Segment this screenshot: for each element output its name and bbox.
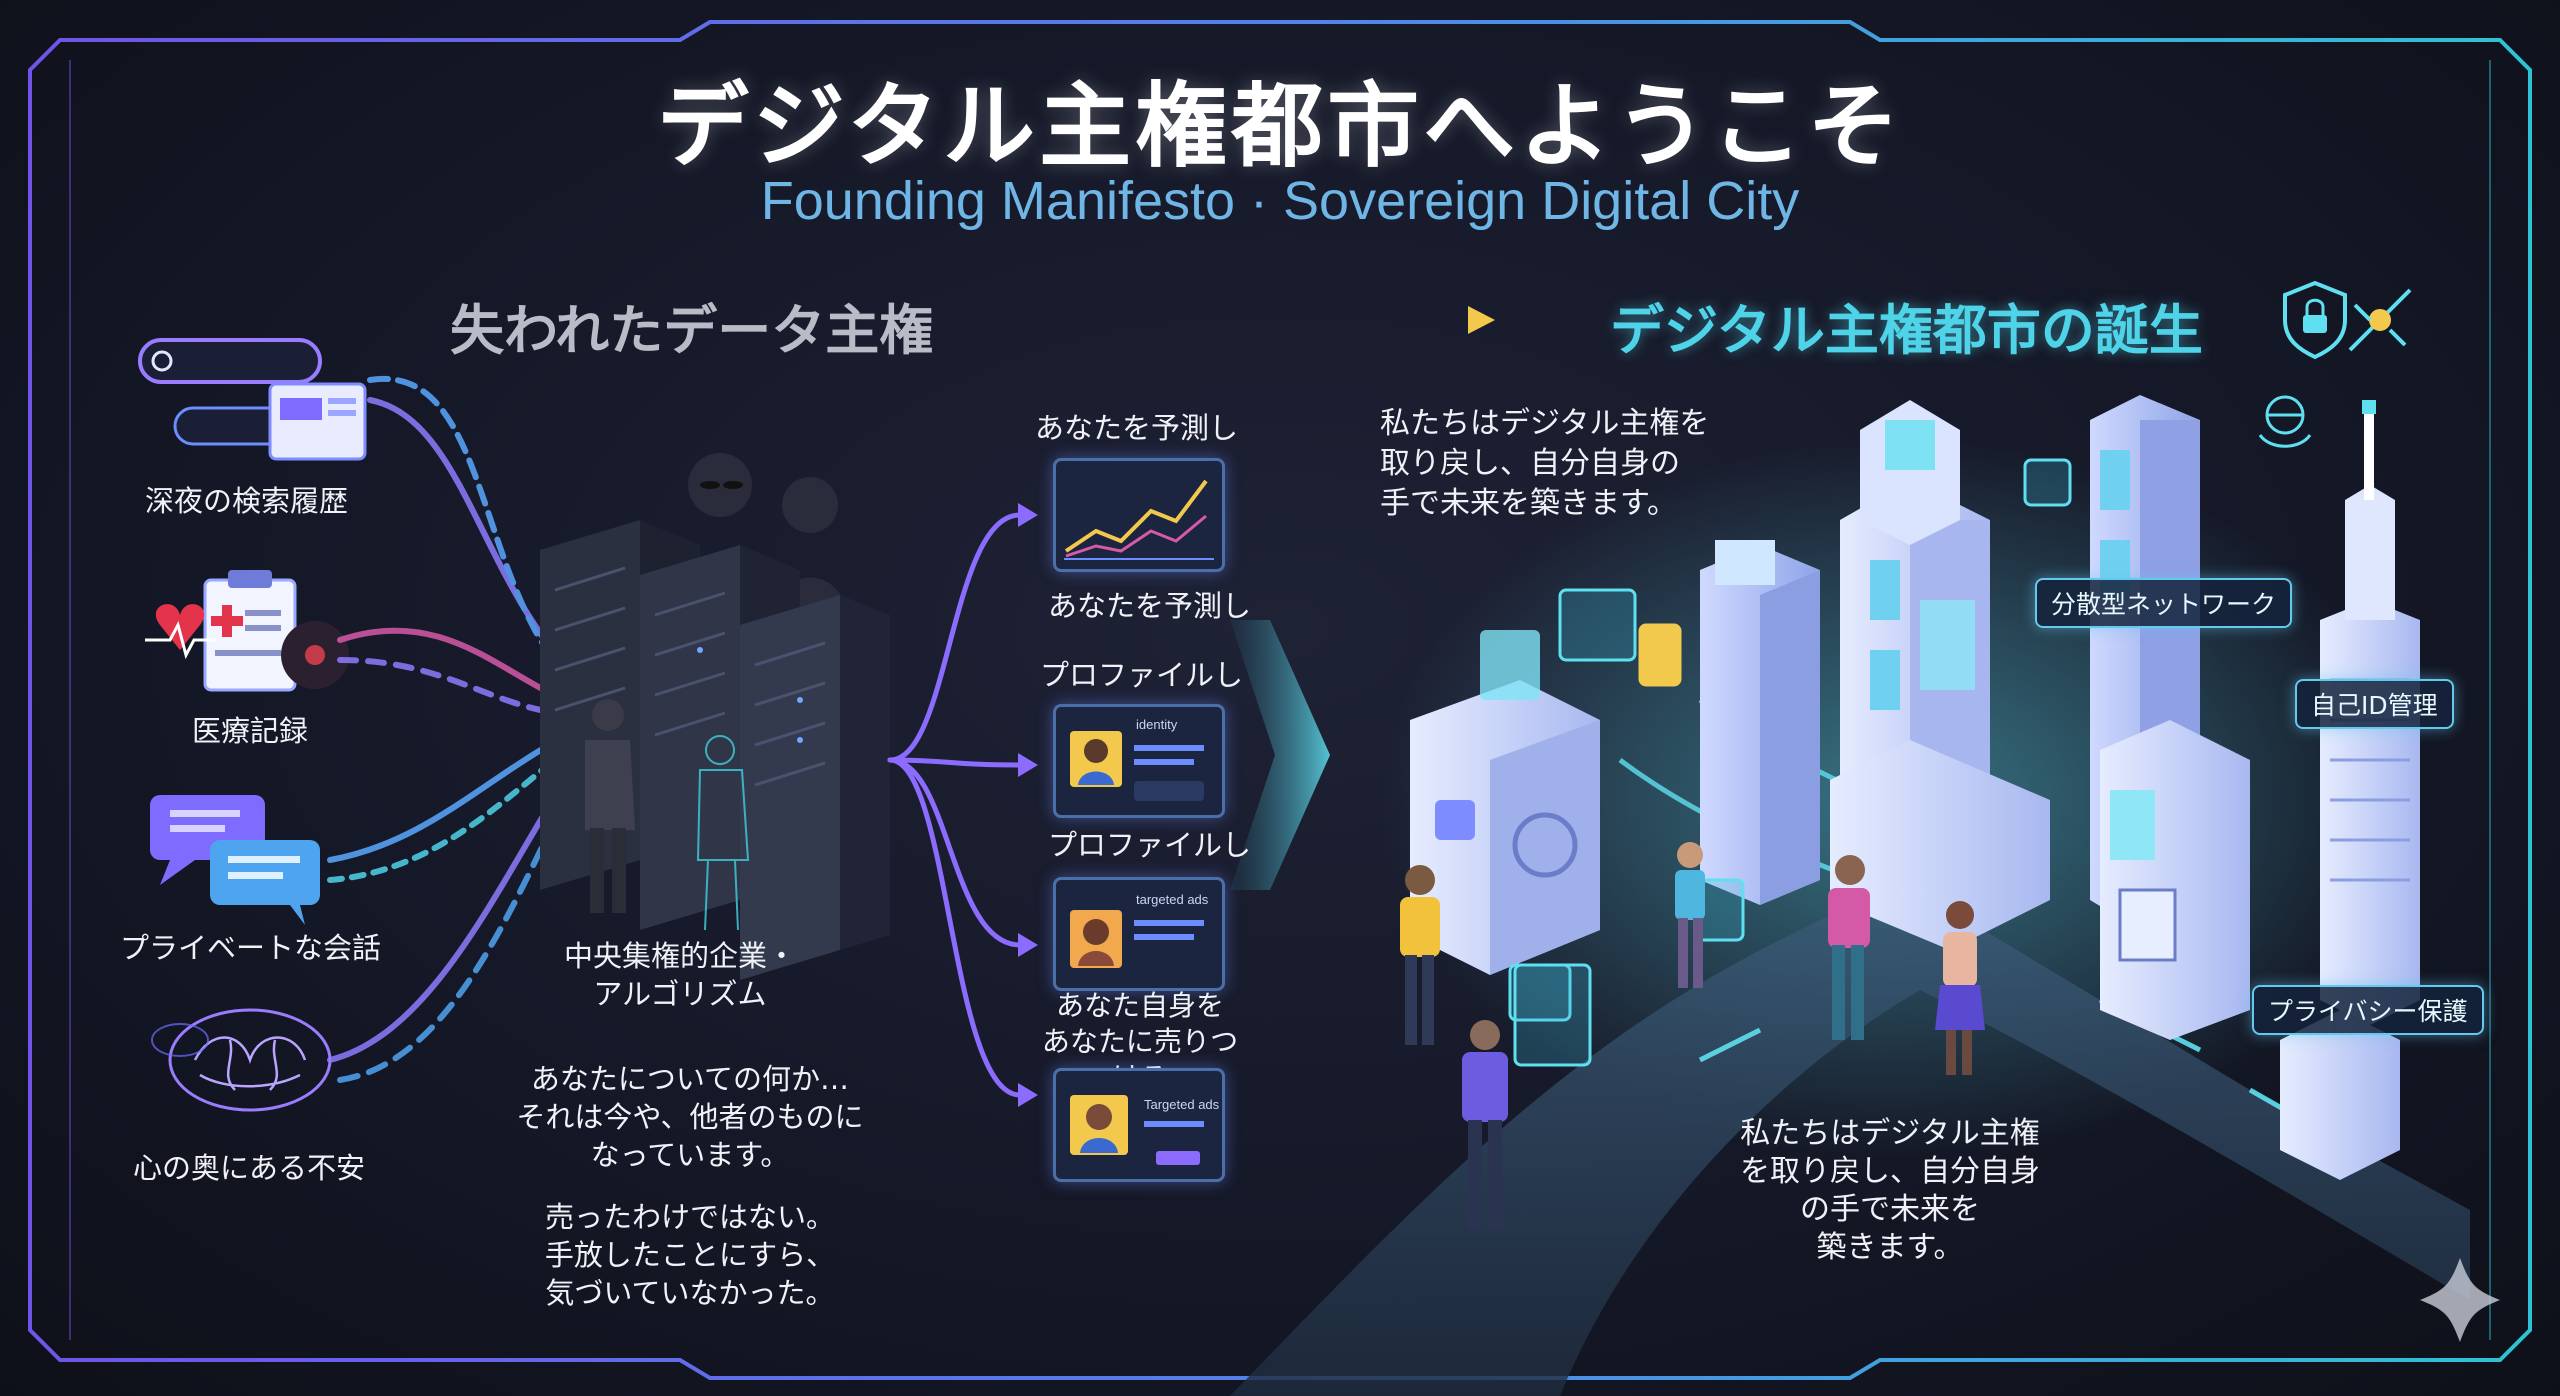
person-silhouette — [585, 699, 635, 913]
section-heading-birth: デジタル主権都市の誕生 — [1610, 299, 2203, 362]
output-bottom-label-profile: プロファイルし — [1048, 828, 1252, 862]
page-title: デジタル主権都市へようこそ — [656, 73, 1904, 180]
chat-bubbles-icon — [150, 795, 320, 925]
server-racks — [540, 520, 890, 980]
shield-lock-icon — [2283, 280, 2347, 360]
frame-border — [28, 20, 2532, 1380]
branch-arrows — [887, 512, 1023, 1098]
tag-decentralized-network: 分散型ネットワーク — [2035, 578, 2293, 628]
targeted-ads-text-2: Targeted ads — [1144, 1097, 1220, 1112]
vault-building — [1410, 630, 1600, 975]
output-bottom-label-predict: あなたを予測し — [1048, 589, 1252, 623]
output-top-label-profile: プロファイルし — [1040, 658, 1244, 692]
ad-avatar-icon-2 — [1070, 1095, 1204, 1165]
source-label-medical: 医療記録 — [192, 714, 309, 748]
lost-paragraph-1: あなたについての何か… それは今や、他者のものに なっています。 — [516, 1062, 864, 1172]
ad-avatar-icon-1 — [1070, 910, 1204, 968]
satellite-icon — [2348, 288, 2412, 352]
tag-self-id: 自己ID管理 — [2295, 679, 2454, 729]
section-heading-lost: 失われたデータ主権 — [450, 299, 934, 362]
central-corporation-label: 中央集権的企業・ アルゴリズム — [563, 939, 796, 1011]
holo-panels — [1508, 458, 2072, 1022]
identity-avatar-icon — [1070, 731, 1204, 801]
sovereignty-statement-top: 私たちはデジタル主権を 取り戻し、自分自身の 手で未来を築きます。 — [1380, 406, 1710, 521]
sparkle-icon — [2420, 1258, 2500, 1342]
source-label-chat: プライベートな会話 — [120, 931, 382, 965]
holo-lock-panel — [1513, 963, 1592, 1067]
city-people — [1400, 842, 1985, 1230]
prediction-chart-icon — [1064, 479, 1214, 560]
output-top-label-predict: あなたを予測し — [1035, 411, 1239, 445]
identity-card-text: identity — [1136, 717, 1178, 732]
globe-hand-icon — [2258, 395, 2312, 448]
hologram-figure — [696, 735, 750, 931]
city-road — [1230, 880, 2470, 1396]
source-label-search: 深夜の検索履歴 — [145, 484, 349, 518]
brain-icon — [151, 1008, 332, 1112]
lost-paragraph-2: 売ったわけではない。 手放したことにすら、 気づいていなかった。 — [544, 1200, 836, 1310]
prediction-chart-card — [1053, 458, 1225, 572]
source-label-anxiety: 心の奥にある不安 — [133, 1151, 366, 1185]
targeted-ads-card-2: Targeted ads — [1053, 1068, 1225, 1182]
targeted-ads-text-1: targeted ads — [1136, 892, 1209, 907]
big-transition-arrow — [1230, 620, 1330, 890]
medical-record-icon — [145, 570, 349, 692]
page-subtitle: Founding Manifesto · Sovereign Digital C… — [760, 171, 1800, 231]
city-buildings — [1700, 395, 2420, 1180]
tag-privacy: プライバシー保護 — [2252, 985, 2484, 1035]
targeted-ads-card-1: targeted ads — [1053, 877, 1225, 991]
sovereignty-statement-bottom: 私たちはデジタル主権 を取り戻し、自分自身 の手で未来を 築きます。 — [1740, 1116, 2040, 1265]
search-history-icon — [138, 338, 367, 461]
identity-card: identity — [1053, 704, 1225, 818]
